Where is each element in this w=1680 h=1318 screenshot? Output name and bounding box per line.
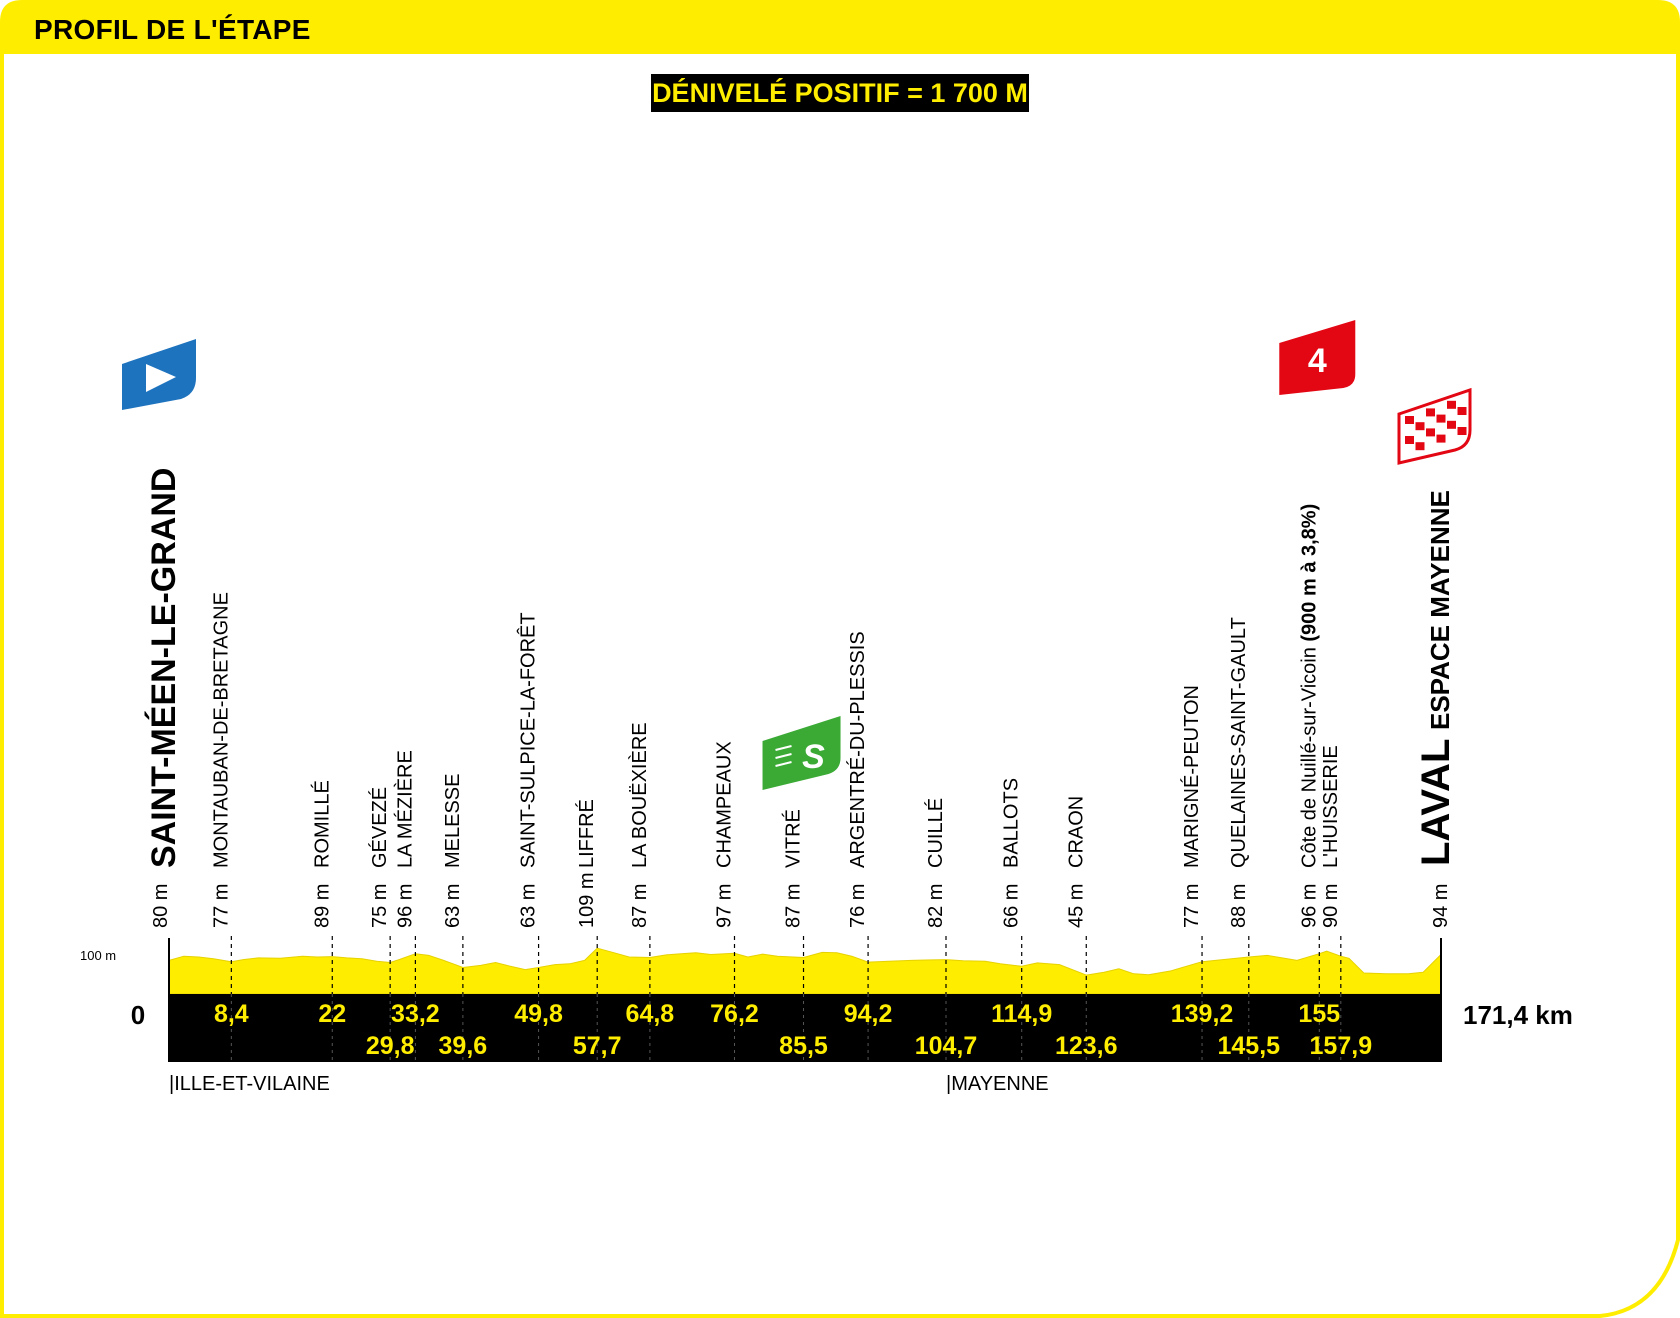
finish-checker-square [1426,408,1435,417]
finish-checker-square [1415,442,1425,451]
km-label: 94,2 [844,1000,893,1028]
waypoint-altitude: 77 m [1181,884,1203,928]
km-label: 114,9 [991,1000,1052,1028]
waypoint-altitude: 97 m [713,884,735,928]
waypoint-name: LA MÉZIÈRE [393,750,416,868]
elevation-area [168,947,1442,995]
waypoint-altitude: 87 m [629,884,651,928]
km-start-label: 0 [131,1000,145,1030]
waypoint-altitude: 63 m [518,884,540,928]
waypoint-name: ARGENTRÉ-DU-PLESSIS [846,631,869,868]
waypoint-altitude: 109 m [576,872,598,928]
waypoint-altitude: 89 m [311,884,333,928]
waypoint-name: SAINT-SULPICE-LA-FORÊT [517,612,540,868]
waypoint-altitude: 90 m [1320,884,1342,928]
km-bar [169,994,1441,1062]
waypoint-name: BALLOTS [1001,778,1023,868]
climb-category-label: 4 [1308,342,1327,380]
department-label: |MAYENNE [946,1073,1049,1095]
elevation-gain-badge: DÉNIVELÉ POSITIF = 1 700 M [651,74,1029,112]
waypoint-name: GÉVEZÉ [368,787,391,868]
header-band [0,0,1680,54]
waypoint-altitude: 96 m [1298,884,1320,928]
finish-checkered-flag-icon [1397,387,1472,465]
finish-checker-square [1436,434,1446,443]
km-label: 157,9 [1310,1032,1373,1060]
card-border [0,54,1680,1318]
km-total-label: 171,4 km [1463,1000,1573,1030]
km-label: 123,6 [1055,1032,1118,1060]
start-town: SAINT-MÉEN-LE-GRAND [145,468,183,868]
waypoint-altitude: 82 m [925,884,947,928]
waypoint-name: LA BOUËXIÈRE [628,722,651,868]
km-label: 22 [318,1000,346,1028]
km-label: 64,8 [626,1000,675,1028]
finish-altitude: 94 m [1430,884,1452,928]
waypoint-altitude: 76 m [847,884,869,928]
waypoint-altitude: 77 m [210,884,232,928]
waypoint-name: LIFFRÉ [575,799,598,868]
km-label: 139,2 [1171,1000,1234,1028]
finish-checker-square [1426,428,1435,437]
finish-checker-square [1405,436,1414,444]
waypoint-altitude: 63 m [442,884,464,928]
waypoint-altitude: 87 m [783,884,805,928]
km-label: 49,8 [514,1000,563,1028]
finish-checker-square [1447,400,1456,409]
waypoint-name: MELESSE [442,774,464,868]
sprint-flag-icon [762,716,841,790]
sprint-speed-line [775,753,792,759]
waypoint-altitude: 75 m [369,884,391,928]
waypoint-altitude: 88 m [1228,884,1250,928]
waypoint-altitude: 45 m [1065,884,1087,928]
waypoint-altitude: 96 m [394,884,416,928]
waypoint-name: MONTAUBAN-DE-BRETAGNE [210,592,232,868]
climb-cat4-flag-icon [1279,320,1356,395]
waypoint-name: L'HUISSERIE [1320,745,1342,868]
start-altitude: 80 m [150,884,172,928]
start-arrow-icon [146,364,176,392]
waypoint-name: VITRÉ [782,809,805,868]
waypoint-name: CHAMPEAUX [713,741,735,868]
finish-checker-square [1457,407,1467,415]
sprint-speed-line [775,745,792,751]
waypoint-name: Côte de Nuillé-sur-Vicoin (900 m à 3,8%) [1298,504,1320,868]
waypoint-altitude: 66 m [1001,884,1023,928]
sprint-flag-label: S [802,738,825,776]
sprint-speed-line [775,761,792,767]
climb-detail: (900 m à 3,8%) [1298,504,1320,647]
waypoint-name: MARIGNÉ-PEUTON [1180,685,1203,868]
scale-label: 100 m [80,948,116,963]
km-label: 155 [1298,1000,1340,1028]
km-label: 39,6 [439,1032,488,1060]
page-title: PROFIL DE L'ÉTAPE [34,14,311,45]
km-label: 85,5 [779,1032,828,1060]
km-label: 76,2 [710,1000,759,1028]
km-label: 145,5 [1218,1032,1281,1060]
waypoint-name: QUELAINES-SAINT-GAULT [1228,617,1250,868]
waypoint-name: ROMILLÉ [310,780,333,868]
finish-checker-square [1447,420,1456,429]
finish-checker-square [1415,422,1425,431]
waypoint-name: CRAON [1065,796,1087,868]
km-label: 57,7 [573,1032,622,1060]
finish-subtitle: ESPACE MAYENNE [1425,490,1455,730]
finish-checker-square [1457,427,1467,435]
km-label: 29,8 [366,1032,415,1060]
km-label: 33,2 [391,1000,440,1028]
waypoint-name: CUILLÉ [924,798,947,868]
km-label: 8,4 [214,1000,249,1028]
km-label: 104,7 [915,1032,978,1060]
finish-town: LAVAL [1414,739,1458,866]
finish-checker-square [1436,414,1446,423]
finish-checker-square [1405,416,1414,424]
department-label: |ILLE-ET-VILAINE [169,1073,330,1095]
